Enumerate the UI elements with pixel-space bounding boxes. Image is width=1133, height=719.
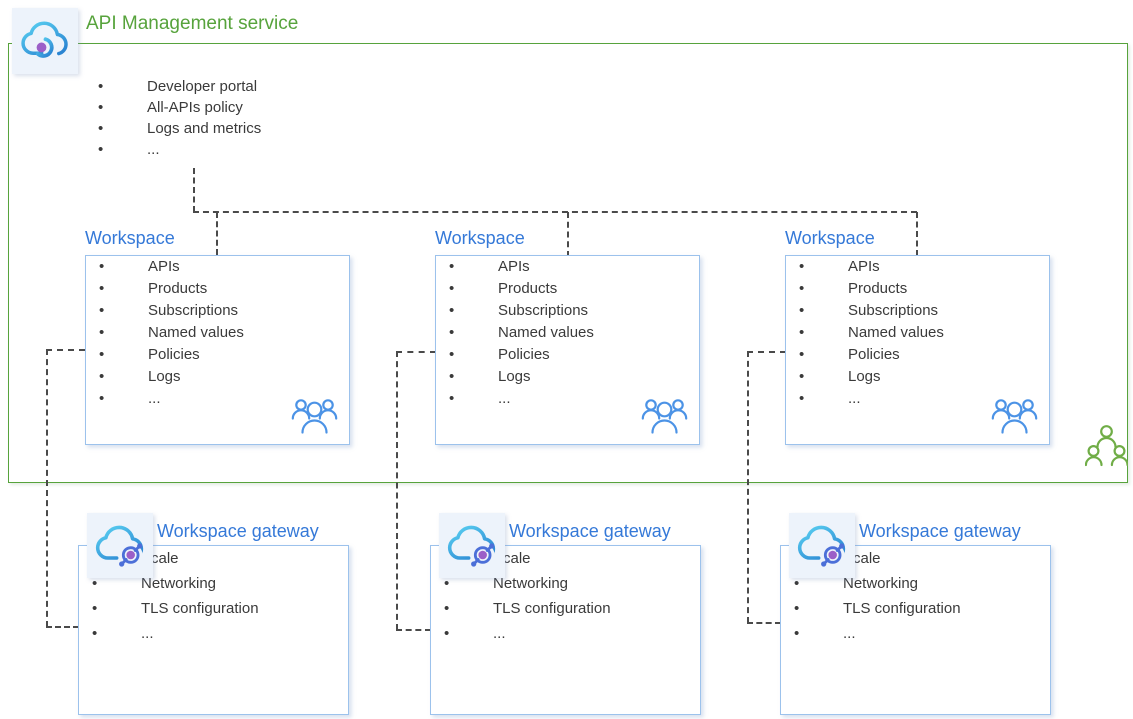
feature-item: Networking: [431, 571, 700, 596]
feature-item: Policies: [436, 344, 699, 366]
feature-item: Named values: [86, 322, 349, 344]
workspace-box: APIs Products Subscriptions Named values…: [785, 255, 1050, 445]
feature-item: Subscriptions: [786, 300, 1049, 322]
feature-item: TLS configuration: [431, 596, 700, 621]
workspace-gateway-icon: [789, 513, 855, 578]
cloud-gateway-icon: [95, 525, 144, 567]
connector-drop-workspace-2: [567, 212, 569, 257]
api-management-service-box: [8, 43, 1128, 483]
feature-item: ...: [781, 621, 1050, 646]
connector-service-down: [193, 168, 195, 212]
feature-item: Logs: [436, 366, 699, 388]
workspace-1-group: Workspace APIs Products Subscriptions Na…: [85, 227, 350, 445]
feature-item: APIs: [786, 256, 1049, 278]
connector-ws1-gw1-c: [46, 626, 79, 628]
connector-ws3-gw3-b: [747, 351, 749, 623]
connector-ws1-gw1-b: [46, 349, 48, 627]
api-management-icon: [12, 8, 78, 74]
feature-item: ...: [79, 621, 348, 646]
workspace-title: Workspace: [85, 228, 175, 248]
workspace-title: Workspace: [785, 228, 875, 248]
gateway-1-group: Scale Networking TLS configuration ... W…: [78, 513, 349, 715]
connector-ws3-gw3-c: [747, 622, 781, 624]
cloud-gateway-icon: [797, 525, 846, 567]
workspace-feature-list: APIs Products Subscriptions Named values…: [436, 256, 699, 410]
feature-item: Subscriptions: [436, 300, 699, 322]
team-members-icon: [991, 399, 1038, 434]
feature-item: Policies: [86, 344, 349, 366]
feature-item: All-APIs policy: [85, 97, 415, 118]
team-members-icon: [291, 399, 338, 434]
service-title: API Management service: [86, 13, 299, 34]
workspace-2-group: Workspace APIs Products Subscriptions Na…: [435, 227, 700, 445]
collaborators-icon: [1085, 425, 1128, 467]
connector-service-bus: [193, 211, 917, 213]
feature-item: Products: [786, 278, 1049, 300]
feature-item: Logs: [786, 366, 1049, 388]
gateway-title: Workspace gateway: [509, 521, 671, 541]
service-feature-list: Developer portal All-APIs policy Logs an…: [85, 76, 415, 160]
team-members-icon: [641, 399, 688, 434]
feature-item: Named values: [786, 322, 1049, 344]
workspace-feature-list: APIs Products Subscriptions Named values…: [86, 256, 349, 410]
connector-drop-workspace-1: [216, 212, 218, 255]
feature-item: ...: [786, 388, 1049, 410]
workspace-3-group: Workspace APIs Products Subscriptions Na…: [785, 227, 1050, 445]
gateway-title: Workspace gateway: [859, 521, 1021, 541]
connector-ws1-gw1-a: [46, 349, 85, 351]
feature-item: TLS configuration: [781, 596, 1050, 621]
feature-item: Products: [86, 278, 349, 300]
gateway-3-group: Scale Networking TLS configuration ... W…: [780, 513, 1051, 715]
feature-item: Logs: [86, 366, 349, 388]
feature-item: Logs and metrics: [85, 118, 415, 139]
gateway-title: Workspace gateway: [157, 521, 319, 541]
feature-item: Subscriptions: [86, 300, 349, 322]
feature-item: ...: [86, 388, 349, 410]
gateway-2-group: Scale Networking TLS configuration ... W…: [430, 513, 701, 715]
feature-item: TLS configuration: [79, 596, 348, 621]
feature-item: Policies: [786, 344, 1049, 366]
connector-ws2-gw2-a: [396, 351, 436, 353]
connector-drop-workspace-3: [916, 212, 918, 256]
feature-item: APIs: [436, 256, 699, 278]
feature-item: Named values: [436, 322, 699, 344]
feature-item: Networking: [781, 571, 1050, 596]
workspace-gateway-icon: [87, 513, 153, 578]
cloud-api-management-icon: [21, 21, 68, 58]
workspace-title: Workspace: [435, 228, 525, 248]
feature-item: Developer portal: [85, 76, 415, 97]
feature-item: ...: [85, 139, 415, 160]
feature-item: Products: [436, 278, 699, 300]
cloud-gateway-icon: [447, 525, 496, 567]
workspace-box: APIs Products Subscriptions Named values…: [435, 255, 700, 445]
feature-item: ...: [431, 621, 700, 646]
connector-ws2-gw2-c: [396, 629, 431, 631]
feature-item: APIs: [86, 256, 349, 278]
feature-item: Networking: [79, 571, 348, 596]
workspace-feature-list: APIs Products Subscriptions Named values…: [786, 256, 1049, 410]
feature-item: ...: [436, 388, 699, 410]
workspace-box: APIs Products Subscriptions Named values…: [85, 255, 350, 445]
connector-ws2-gw2-b: [396, 351, 398, 630]
connector-ws3-gw3-a: [747, 351, 786, 353]
workspace-gateway-icon: [439, 513, 505, 578]
